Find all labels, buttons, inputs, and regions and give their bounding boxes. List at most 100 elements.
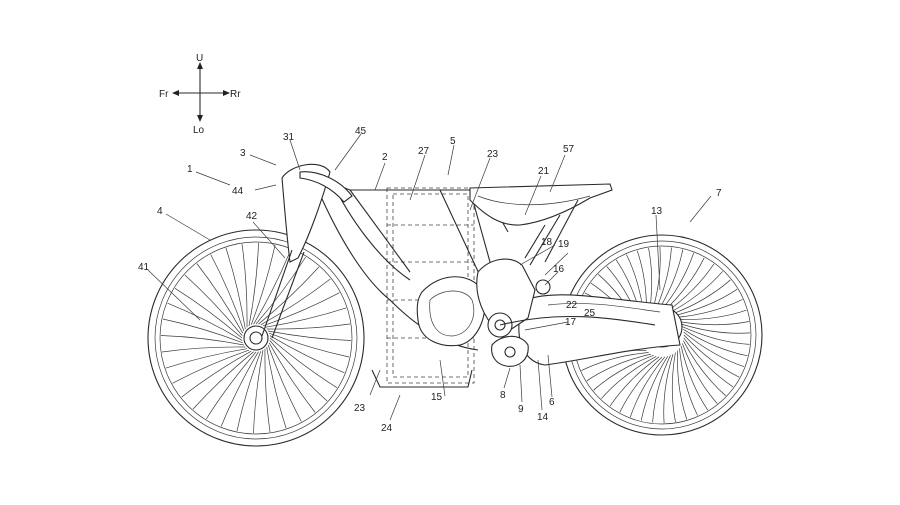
- spoke: [160, 335, 244, 346]
- spoke: [682, 340, 726, 396]
- spoke: [196, 263, 244, 334]
- spoke: [161, 346, 246, 353]
- spoke: [663, 353, 674, 424]
- spoke: [682, 326, 750, 345]
- spoke: [652, 355, 671, 423]
- spoke: [260, 278, 331, 326]
- spoke: [670, 279, 731, 316]
- compass-right-label: Rr: [230, 89, 241, 100]
- spoke: [268, 330, 352, 341]
- label-44: 44: [232, 186, 244, 197]
- spoke: [264, 307, 347, 328]
- label-57: 57: [563, 144, 575, 155]
- compass-left-label: Fr: [159, 89, 169, 100]
- spoke: [269, 337, 338, 388]
- label-17: 17: [565, 317, 577, 328]
- seat: [469, 183, 613, 266]
- spoke: [269, 332, 350, 358]
- label-14: 14: [537, 412, 549, 423]
- label-6: 6: [549, 397, 555, 408]
- spoke: [680, 345, 709, 411]
- spoke: [269, 335, 345, 374]
- compass-down-label: Lo: [193, 125, 205, 136]
- leader-lines: [147, 133, 712, 421]
- spoke: [192, 351, 254, 410]
- label-23b: 23: [354, 403, 366, 414]
- spoke: [672, 288, 738, 317]
- spoke: [683, 329, 748, 357]
- spoke: [241, 243, 248, 328]
- label-4: 4: [157, 206, 163, 217]
- spoke: [236, 351, 262, 432]
- direction-compass: U Lo Fr Rr: [159, 53, 241, 136]
- spoke: [266, 346, 287, 429]
- label-5: 5: [450, 136, 456, 147]
- label-24: 24: [381, 423, 393, 434]
- label-25: 25: [584, 308, 596, 319]
- label-16: 16: [553, 264, 565, 275]
- spoke: [267, 344, 302, 422]
- label-7: 7: [716, 188, 722, 199]
- spoke: [181, 350, 252, 398]
- spoke: [593, 354, 654, 391]
- label-23a: 23: [487, 149, 499, 160]
- label-22: 22: [566, 300, 578, 311]
- label-45: 45: [355, 126, 367, 137]
- label-8: 8: [500, 390, 506, 401]
- label-41: 41: [138, 262, 150, 273]
- label-15: 15: [431, 392, 443, 403]
- spoke: [165, 348, 248, 369]
- spoke: [675, 299, 743, 318]
- spoke: [677, 350, 688, 420]
- spoke: [253, 350, 264, 434]
- compass-up-label: U: [196, 53, 203, 64]
- label-2: 2: [382, 152, 388, 163]
- label-9: 9: [518, 404, 524, 415]
- label-1: 1: [187, 164, 193, 175]
- front-wheel: [147, 229, 365, 447]
- spoke: [681, 343, 718, 404]
- spoke: [250, 244, 276, 325]
- label-13: 13: [651, 206, 663, 217]
- spoke: [679, 348, 698, 416]
- spoke: [619, 356, 663, 413]
- spoke: [262, 292, 340, 327]
- spoke: [677, 309, 747, 320]
- spoke: [601, 355, 657, 399]
- spoke: [184, 274, 243, 336]
- spoke: [210, 254, 245, 332]
- spoke: [680, 323, 751, 334]
- spoke: [581, 352, 649, 371]
- swing-arm: [518, 294, 681, 366]
- spoke: [172, 349, 250, 384]
- spoke: [162, 318, 243, 344]
- spoke: [268, 342, 316, 413]
- spoke: [683, 331, 745, 368]
- label-21: 21: [538, 166, 550, 177]
- spoke: [174, 288, 243, 339]
- spoke: [269, 340, 328, 402]
- label-27: 27: [418, 146, 430, 157]
- spoke: [220, 351, 259, 427]
- spoke: [629, 356, 666, 418]
- spoke: [264, 348, 271, 433]
- spoke: [683, 337, 734, 388]
- reference-labels: 1 2 3 4 5 6 7 8 9 13 14 15 16 17 18 19 2…: [138, 126, 722, 434]
- spoke: [253, 249, 292, 325]
- label-3: 3: [240, 148, 246, 159]
- label-18: 18: [541, 237, 553, 248]
- spoke: [609, 356, 660, 407]
- spoke: [679, 321, 750, 326]
- spoke: [167, 302, 243, 341]
- spoke: [225, 247, 246, 330]
- spoke: [586, 353, 652, 382]
- label-19: 19: [558, 239, 570, 250]
- motor-assembly: [476, 258, 656, 367]
- spoke: [671, 352, 676, 423]
- front-fork: [261, 163, 353, 339]
- label-42: 42: [246, 211, 258, 222]
- spoke: [640, 356, 668, 421]
- spoke: [258, 266, 320, 325]
- spoke: [683, 334, 740, 378]
